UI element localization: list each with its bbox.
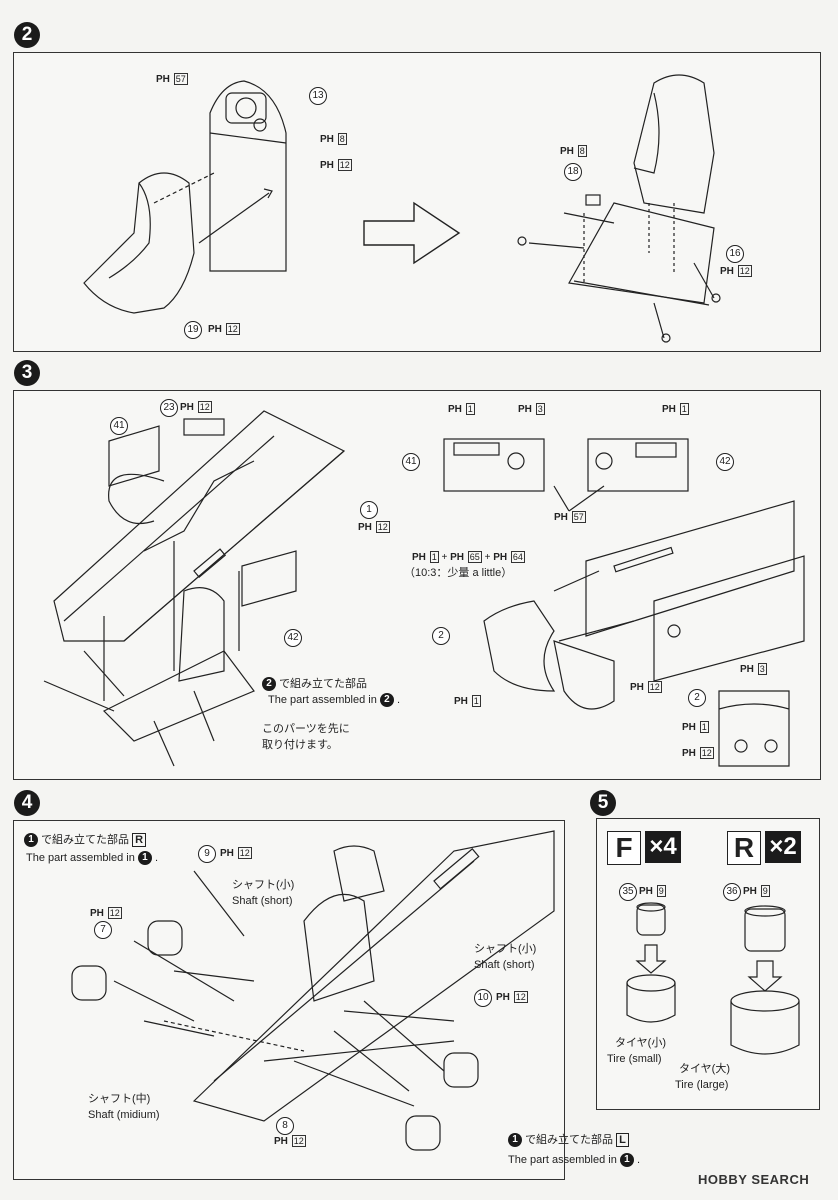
step-4-badge: 4 xyxy=(14,790,40,816)
attach-first-note-1: このパーツを先に xyxy=(262,723,350,735)
shaft-short-label-jp: シャフト(小) xyxy=(232,879,295,891)
part-number-10: 10 xyxy=(474,989,492,1007)
paint-label: PH 57 xyxy=(554,511,586,523)
step-3-illustration xyxy=(43,410,805,767)
shaft-midium-label-en: Shaft (midium) xyxy=(88,1109,160,1121)
tire-small-label-jp: タイヤ(小) xyxy=(615,1037,666,1049)
paint-label: PH 12 xyxy=(180,401,212,413)
part-number-41: 41 xyxy=(402,453,420,471)
rear-count-box: ×2 xyxy=(765,831,801,863)
step-5-badge: 5 xyxy=(590,790,616,816)
tire-small-label-en: Tire (small) xyxy=(607,1053,662,1065)
paint-label: PH 1 xyxy=(448,403,475,415)
paint-label: PH 12 xyxy=(208,323,240,335)
front-letter-box: F xyxy=(607,831,641,865)
step-2-panel: PH 57 13 PH 8 PH 12 19 PH 12 PH 8 18 16 … xyxy=(13,52,821,352)
paint-mix-ratio: （10:3：少量 a little） xyxy=(404,567,513,579)
attach-first-note-2: 取り付けます。 xyxy=(262,739,338,751)
assembled-in-2-en: The part assembled in 2 . xyxy=(268,693,401,707)
part-number-42: 42 xyxy=(284,629,302,647)
paint-label: PH 1 xyxy=(682,721,709,733)
paint-label: PH 12 xyxy=(90,907,122,919)
part-number-13: 13 xyxy=(309,87,327,105)
paint-label: PH 8 xyxy=(560,145,587,157)
step-3-badge: 3 xyxy=(14,360,40,386)
paint-label: PH 12 xyxy=(720,265,752,277)
part-number-7: 7 xyxy=(94,921,112,939)
part-number-23: 23 xyxy=(160,399,178,417)
paint-label: PH 8 xyxy=(320,133,347,145)
front-count-box: ×4 xyxy=(645,831,681,863)
paint-label: PH 12 xyxy=(320,159,352,171)
tire-large-label-jp: タイヤ(大) xyxy=(679,1063,730,1075)
paint-label: PH 12 xyxy=(682,747,714,759)
part-number-2: 2 xyxy=(688,689,706,707)
paint-label: PH 9 xyxy=(743,885,770,897)
paint-label: PH 12 xyxy=(358,521,390,533)
shaft-short-2-label-jp: シャフト(小) xyxy=(474,943,537,955)
step-5-panel: F ×4 R ×2 35 PH 9 36 PH 9 タイヤ(小) Tire (s… xyxy=(596,818,820,1110)
shaft-midium-label-jp: シャフト(中) xyxy=(88,1093,151,1105)
assembled-in-1-l-jp: 1 で組み立てた部品 L xyxy=(508,1133,629,1148)
assembled-in-1-r-jp: 1 で組み立てた部品 R xyxy=(24,833,147,848)
assembled-in-2-jp: 2 で組み立てた部品 xyxy=(262,677,367,691)
part-number-19: 19 xyxy=(184,321,202,339)
paint-label: PH 1 xyxy=(662,403,689,415)
part-number-36: 36 xyxy=(723,883,741,901)
paint-label: PH 57 xyxy=(156,73,188,85)
part-number-18: 18 xyxy=(564,163,582,181)
step-2-badge: 2 xyxy=(14,22,40,48)
shaft-short-2-label-en: Shaft (short) xyxy=(474,959,535,971)
paint-label: PH 12 xyxy=(630,681,662,693)
hobby-search-logo: HOBBY SEARCH xyxy=(698,1172,810,1187)
paint-label: PH 12 xyxy=(496,991,528,1003)
shaft-short-label-en: Shaft (short) xyxy=(232,895,293,907)
step-4-illustration xyxy=(71,830,555,1151)
part-number-8: 8 xyxy=(276,1117,294,1135)
assembled-in-1-l-en: The part assembled in 1 . xyxy=(508,1153,641,1167)
paint-mix-formula: PH 1 + PH 65 + PH 64 xyxy=(412,551,525,563)
part-number-9: 9 xyxy=(198,845,216,863)
step-3-panel: 23 PH 12 41 1 PH 12 42 2 で組み立てた部品 The pa… xyxy=(13,390,821,780)
part-number-16: 16 xyxy=(726,245,744,263)
step-5-illustration xyxy=(626,902,800,1055)
paint-label: PH 12 xyxy=(274,1135,306,1147)
paint-label: PH 1 xyxy=(454,695,481,707)
paint-label: PH 12 xyxy=(220,847,252,859)
part-number-42: 42 xyxy=(716,453,734,471)
step-4-panel: 1 で組み立てた部品 R The part assembled in 1 . 9… xyxy=(13,820,640,1180)
step-2-illustration xyxy=(83,74,721,343)
rear-letter-box: R xyxy=(727,831,761,865)
tire-large-label-en: Tire (large) xyxy=(675,1079,729,1091)
assembled-in-1-r-en: The part assembled in 1 . xyxy=(26,851,159,865)
part-number-2: 2 xyxy=(432,627,450,645)
part-number-35: 35 xyxy=(619,883,637,901)
part-number-1: 1 xyxy=(360,501,378,519)
part-number-41: 41 xyxy=(110,417,128,435)
paint-label: PH 3 xyxy=(518,403,545,415)
paint-label: PH 3 xyxy=(740,663,767,675)
paint-label: PH 9 xyxy=(639,885,666,897)
